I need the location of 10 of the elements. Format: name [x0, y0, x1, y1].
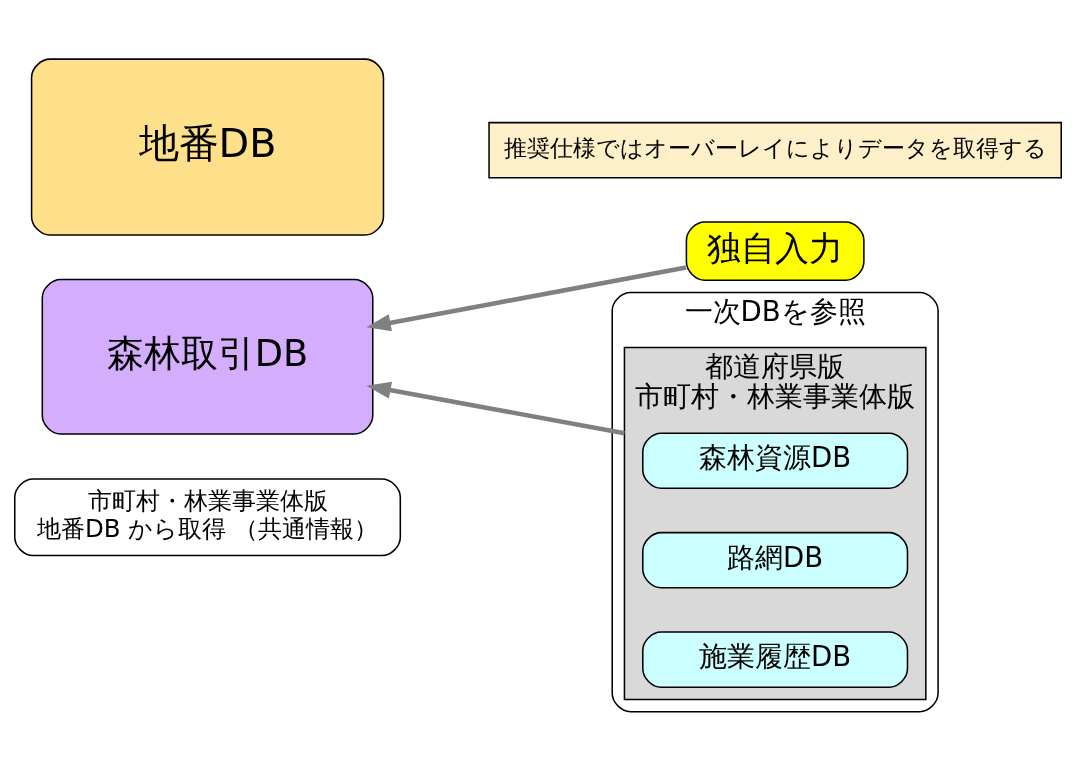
node-box: 独自入力: [685, 220, 865, 281]
node-box: 推奨仕様ではオーバーレイによりデータを取得する: [488, 121, 1062, 178]
node-box: 路網DB: [642, 531, 909, 588]
node-box: 施業履歴DB: [642, 630, 909, 688]
arrow: [366, 264, 687, 331]
node-box: 市町村・林業事業体版 地番DB から取得 （共通情報）: [14, 477, 402, 556]
node-box: 森林取引DB: [41, 278, 374, 435]
node-box: 森林資源DB: [642, 431, 909, 489]
arrow: [366, 381, 625, 435]
node-box: 地番DB: [30, 57, 385, 236]
